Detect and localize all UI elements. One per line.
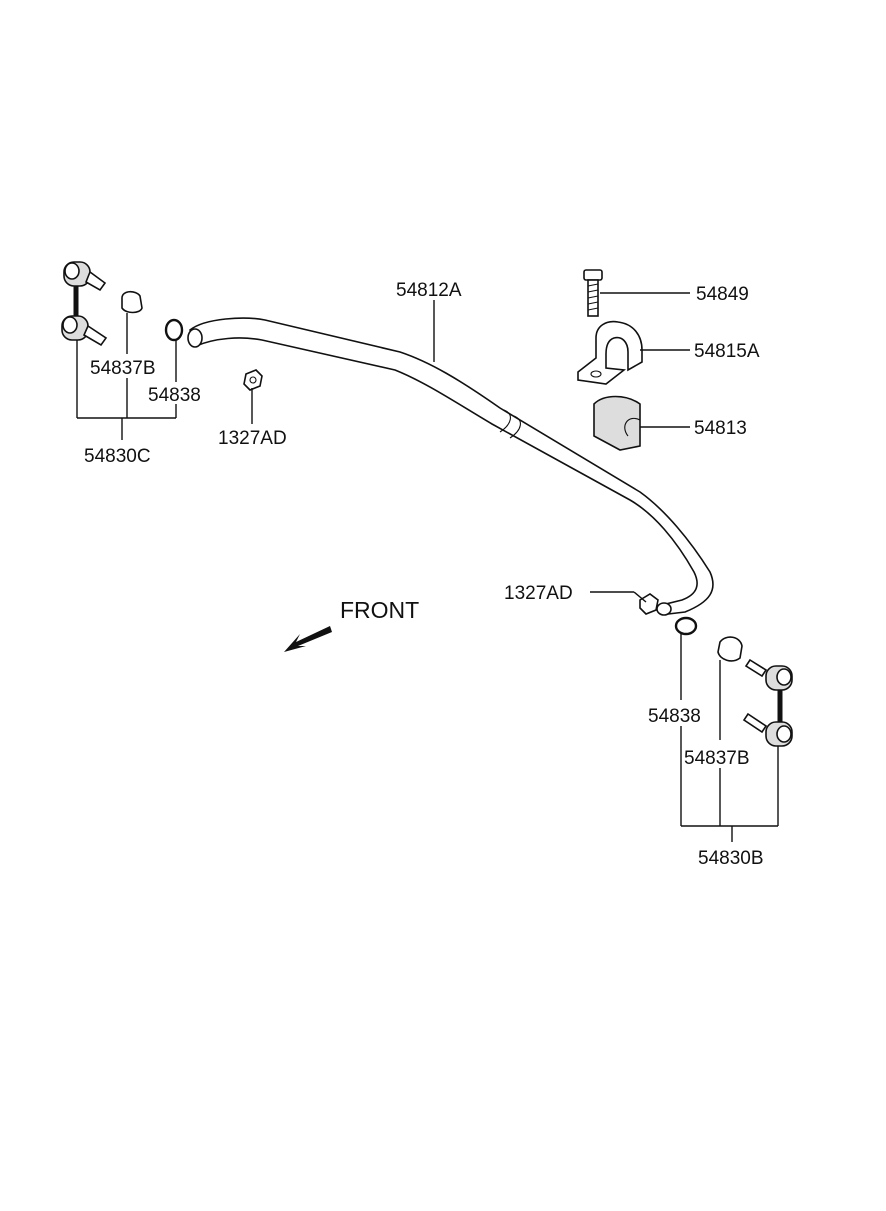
label-bushing: 54813: [694, 418, 747, 439]
right-link-washer: [674, 616, 698, 636]
label-front: FRONT: [340, 597, 419, 623]
label-left-link-washer: 54838: [148, 385, 201, 406]
bracket: [577, 320, 643, 385]
right-link-bushing: [717, 636, 743, 662]
bolt: [583, 269, 603, 317]
label-right-link-washer: 54838: [648, 706, 701, 727]
label-bracket: 54815A: [694, 341, 760, 362]
stabilizer-bar: [187, 317, 714, 616]
label-left-link-assy: 54830C: [84, 446, 151, 467]
left-stabilizer-link: [61, 261, 108, 347]
leader-lines: [76, 292, 779, 842]
label-stabilizer-bar: 54812A: [396, 280, 462, 301]
front-arrow-icon: [284, 626, 332, 652]
label-right-link-assy: 54830B: [698, 848, 764, 869]
bushing: [593, 395, 641, 451]
label-bolt: 54849: [696, 284, 749, 305]
right-nut: [639, 593, 659, 615]
label-right-nut: 1327AD: [504, 583, 573, 604]
label-left-link-bushing: 54837B: [90, 358, 156, 379]
left-link-washer: [164, 318, 184, 342]
right-stabilizer-link: [742, 658, 793, 747]
left-link-bushing: [121, 290, 143, 314]
label-left-nut: 1327AD: [218, 428, 287, 449]
label-right-link-bushing: 54837B: [684, 748, 750, 769]
left-nut: [243, 369, 263, 391]
